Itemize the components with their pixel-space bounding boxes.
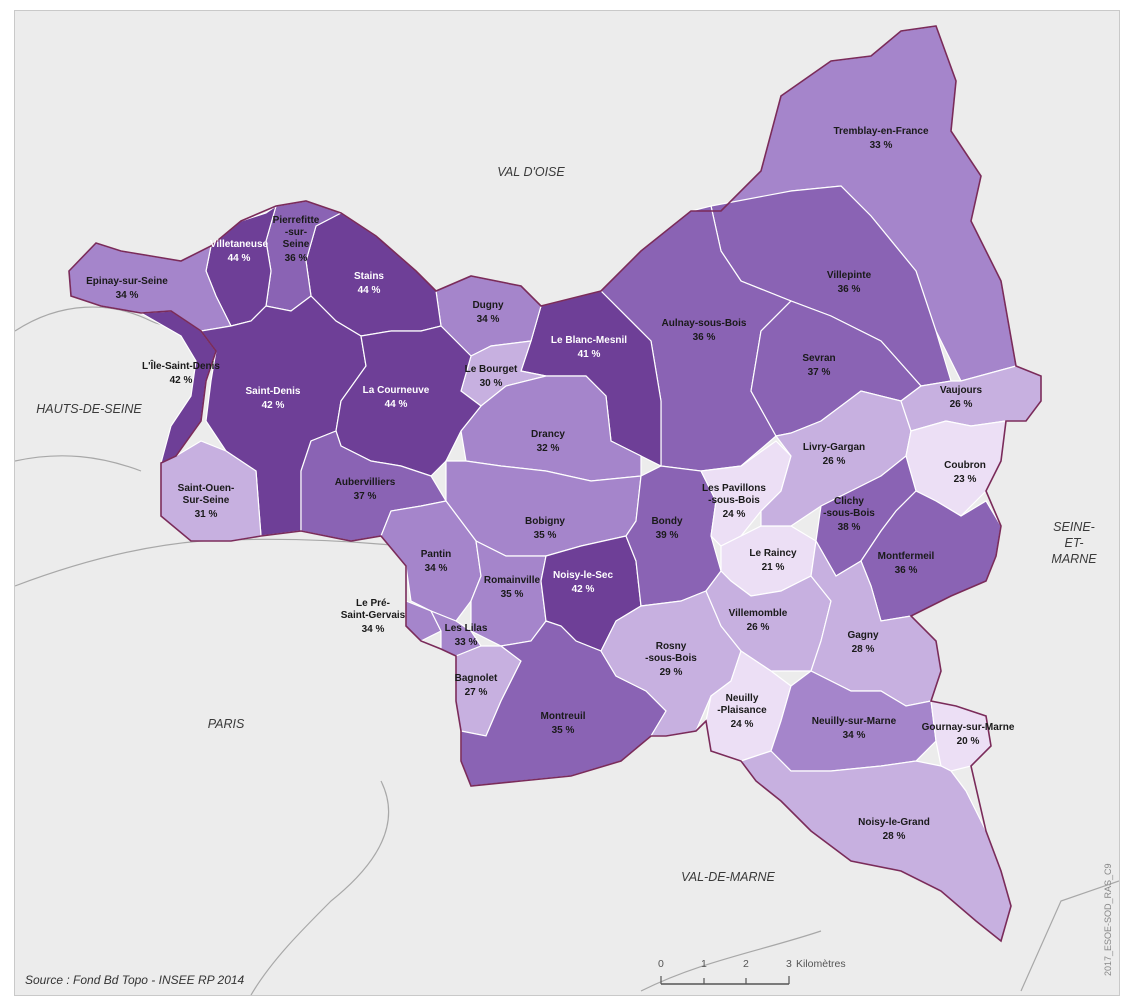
scale-tick-0: 0 — [658, 958, 664, 970]
val-de-marne-boundary — [250, 780, 390, 995]
map-code: 2017_ESOE-SOD_RAS_C9 — [1103, 863, 1113, 976]
source-text: Source : Fond Bd Topo - INSEE RP 2014 — [25, 973, 245, 987]
region-label-paris: PARIS — [208, 717, 245, 731]
seine-et-marne-line — [1020, 880, 1119, 992]
paris-boundary — [15, 538, 402, 587]
scale-tick-3: 3 — [786, 958, 792, 970]
commune-shape-noisygrand[interactable] — [740, 750, 1012, 943]
region-label-hauts-de-seine: HAUTS-DE-SEINE — [36, 402, 142, 416]
region-label-val-doise: VAL D'OISE — [497, 165, 565, 179]
region-label-seine-et-marne: SEINE-ET-MARNE — [1051, 520, 1097, 566]
val-de-marne-line — [640, 930, 822, 992]
department-outline — [68, 25, 1042, 943]
scale-tick-1: 1 — [701, 958, 707, 970]
scale-unit: Kilomètres — [796, 958, 846, 970]
scale-bar: 0 1 2 3 Kilomètres — [658, 958, 846, 985]
scale-tick-2: 2 — [743, 958, 749, 970]
region-label-val-de-marne: VAL-DE-MARNE — [681, 870, 775, 884]
river-line — [15, 455, 142, 472]
